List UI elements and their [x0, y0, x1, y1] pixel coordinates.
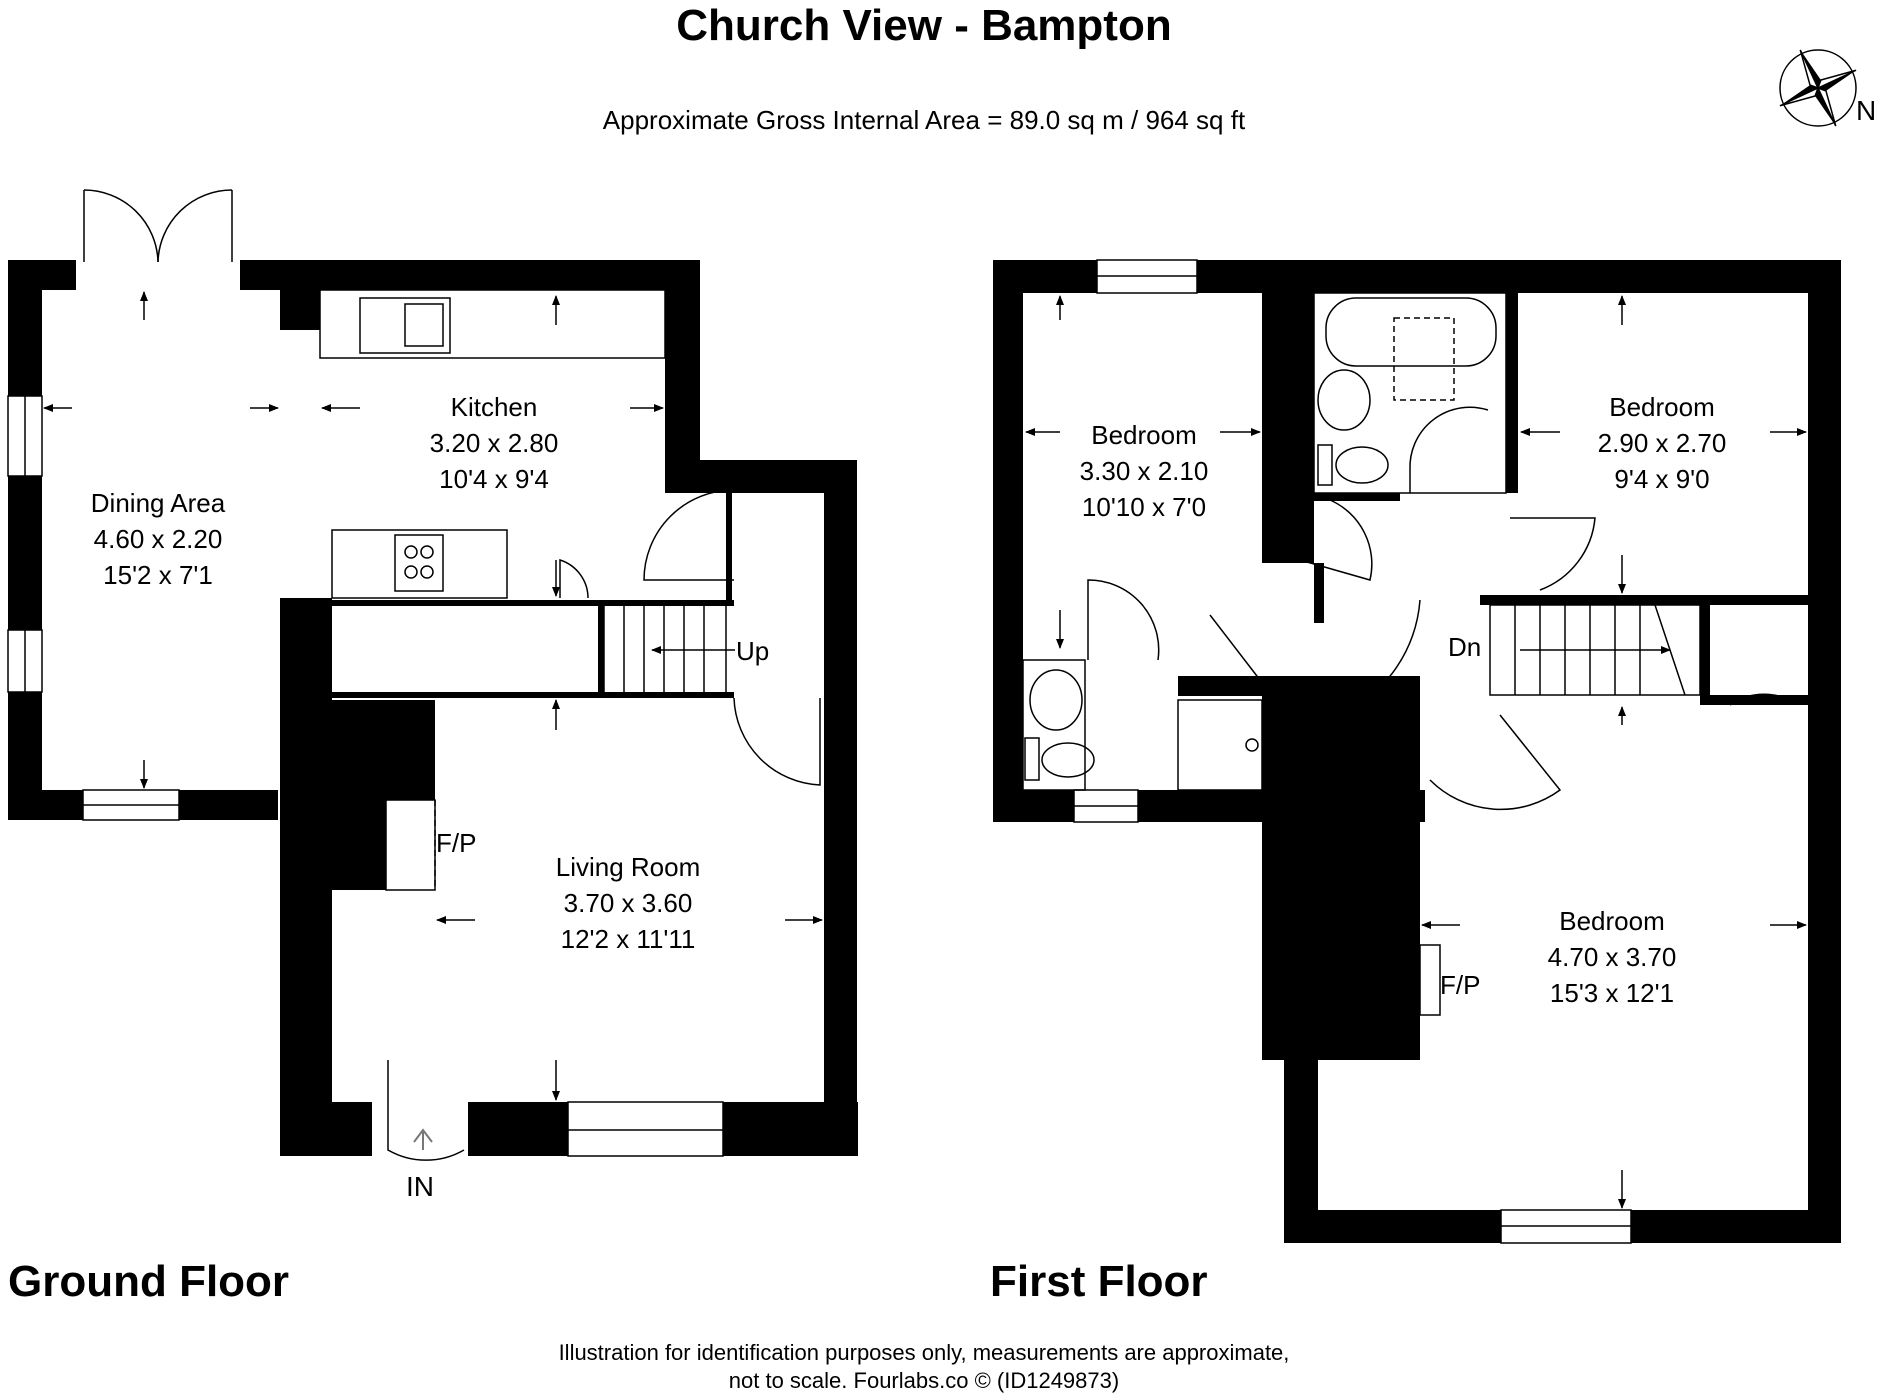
ground-floor-dimension-arrows — [43, 291, 823, 1101]
svg-text:10'10 x 7'0: 10'10 x 7'0 — [1082, 492, 1206, 522]
svg-text:15'3 x 12'1: 15'3 x 12'1 — [1550, 978, 1674, 1008]
room-label-bedroom-1: Bedroom 3.30 x 2.10 10'10 x 7'0 — [1080, 420, 1209, 522]
svg-text:9'4 x 9'0: 9'4 x 9'0 — [1614, 464, 1709, 494]
first-fireplace — [1419, 944, 1441, 1016]
ground-floor-stairs — [603, 601, 735, 698]
first-fireplace-label: F/P — [1440, 970, 1480, 1000]
first-floor-doors — [1087, 499, 1791, 811]
hob-icon — [394, 534, 444, 592]
ground-floor-windows — [7, 395, 724, 1157]
ground-fireplace — [385, 799, 436, 891]
ensuite-basin-icon — [1029, 669, 1083, 731]
room-label-bedroom-2: Bedroom 2.90 x 2.70 9'4 x 9'0 — [1598, 392, 1727, 494]
bath-icon — [1325, 297, 1497, 367]
room-label-kitchen: Kitchen 3.20 x 2.80 10'4 x 9'4 — [430, 392, 559, 494]
stairs-up-label: Up — [736, 636, 769, 666]
ground-floor-plan: Kitchen 3.20 x 2.80 10'4 x 9'4 Dining Ar… — [7, 189, 858, 1202]
ground-floor-label: Ground Floor — [8, 1257, 289, 1306]
entrance-label: IN — [406, 1171, 434, 1202]
svg-text:3.30 x 2.10: 3.30 x 2.10 — [1080, 456, 1209, 486]
bathroom-fixtures — [1022, 292, 1507, 791]
svg-text:3.20 x 2.80: 3.20 x 2.80 — [430, 428, 559, 458]
stairs-down-label: Dn — [1448, 632, 1481, 662]
svg-text:2.90 x 2.70: 2.90 x 2.70 — [1598, 428, 1727, 458]
svg-text:10'4 x 9'4: 10'4 x 9'4 — [439, 464, 549, 494]
svg-text:Dining Area: Dining Area — [91, 488, 226, 518]
svg-text:Kitchen: Kitchen — [451, 392, 538, 422]
compass-icon — [1779, 49, 1857, 127]
gross-internal-area: Approximate Gross Internal Area = 89.0 s… — [603, 105, 1246, 135]
entrance-arrow-icon — [413, 1128, 433, 1150]
first-floor-dimension-arrows — [1025, 295, 1807, 1209]
ground-floor-doors — [387, 489, 821, 1161]
page-title: Church View - Bampton — [676, 1, 1171, 50]
ground-floor-walls — [8, 260, 858, 1156]
footer-disclaimer-line2: not to scale. Fourlabs.co © (ID1249873) — [729, 1368, 1119, 1393]
shower-icon — [1245, 738, 1259, 752]
svg-text:12'2 x 11'11: 12'2 x 11'11 — [561, 924, 696, 954]
svg-text:Bedroom: Bedroom — [1609, 392, 1715, 422]
sink-icon — [359, 297, 451, 354]
svg-text:Bedroom: Bedroom — [1559, 906, 1665, 936]
svg-text:Bedroom: Bedroom — [1091, 420, 1197, 450]
first-floor-stairs — [1489, 604, 1701, 696]
french-doors — [83, 189, 233, 263]
kitchen-units — [319, 289, 666, 599]
first-floor-label: First Floor — [990, 1257, 1208, 1306]
svg-text:4.60 x 2.20: 4.60 x 2.20 — [94, 524, 223, 554]
basin-icon — [1317, 369, 1371, 431]
ensuite-toilet-icon — [1041, 742, 1095, 778]
svg-text:Living Room: Living Room — [556, 852, 701, 882]
svg-text:15'2 x 7'1: 15'2 x 7'1 — [103, 560, 213, 590]
first-floor-windows — [1073, 259, 1632, 1244]
footer-disclaimer-line1: Illustration for identification purposes… — [559, 1340, 1290, 1365]
first-floor-plan: Bedroom 3.30 x 2.10 10'10 x 7'0 Bedroom … — [993, 259, 1841, 1244]
svg-text:4.70 x 3.70: 4.70 x 3.70 — [1548, 942, 1677, 972]
room-label-bedroom-3: Bedroom 4.70 x 3.70 15'3 x 12'1 — [1548, 906, 1677, 1008]
room-label-dining-area: Dining Area 4.60 x 2.20 15'2 x 7'1 — [91, 488, 226, 590]
room-label-living-room: Living Room 3.70 x 3.60 12'2 x 11'11 — [556, 852, 701, 954]
toilet-icon — [1335, 446, 1389, 484]
north-label: N — [1856, 95, 1876, 126]
fireplace-label: F/P — [436, 828, 476, 858]
svg-text:3.70 x 3.60: 3.70 x 3.60 — [564, 888, 693, 918]
